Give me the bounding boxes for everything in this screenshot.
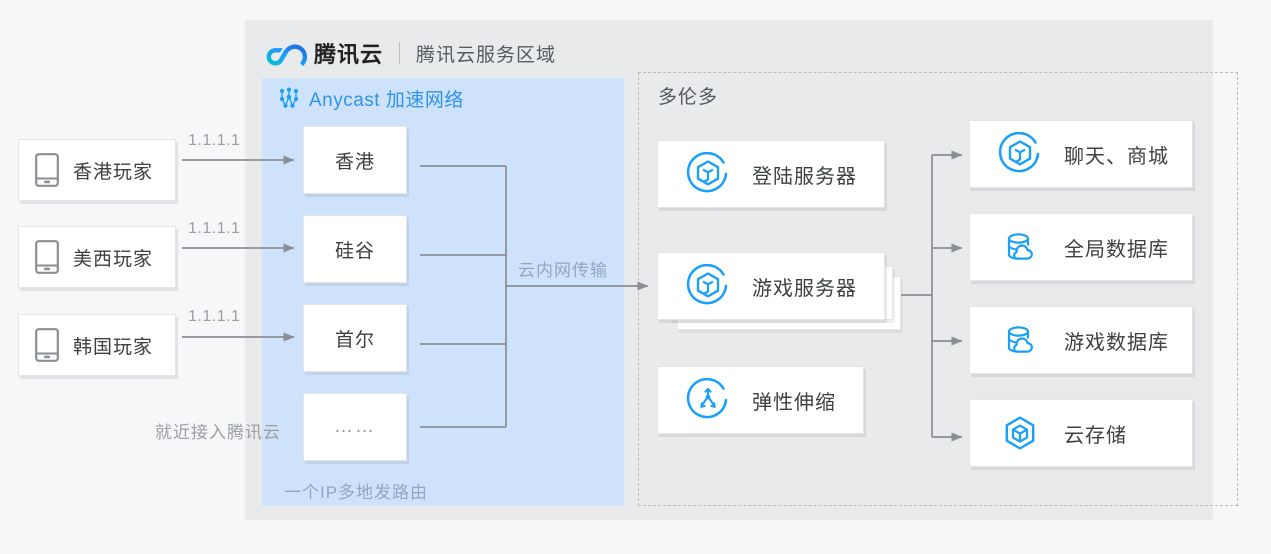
header-subtitle: 腾讯云服务区域 bbox=[416, 44, 557, 66]
anycast-title-label: Anycast 加速网络 bbox=[309, 89, 464, 111]
client-label: 美西玩家 bbox=[73, 248, 154, 270]
tencent-cloud-logo-icon bbox=[265, 39, 307, 67]
client-ip-label: 1.1.1.1 bbox=[188, 308, 241, 325]
client-box-korea[interactable]: 韩国玩家 bbox=[18, 314, 176, 376]
toronto-region-label: 多伦多 bbox=[658, 87, 719, 108]
anycast-node-more[interactable]: …… bbox=[303, 393, 407, 461]
service-label: 登陆服务器 bbox=[752, 165, 857, 188]
anycast-node-hongkong[interactable]: 香港 bbox=[303, 126, 407, 194]
anycast-node-silicon-valley[interactable]: 硅谷 bbox=[303, 215, 407, 283]
header-divider bbox=[399, 42, 401, 64]
service-box-game-database[interactable]: 游戏数据库 bbox=[969, 306, 1193, 374]
server-cube-icon bbox=[686, 152, 730, 196]
service-box-elastic-scaling[interactable]: 弹性伸缩 bbox=[657, 366, 864, 434]
service-label: 游戏数据库 bbox=[1064, 331, 1169, 354]
client-label: 香港玩家 bbox=[73, 161, 154, 183]
service-label: 弹性伸缩 bbox=[752, 391, 836, 414]
cloud-storage-hexagon-icon bbox=[998, 411, 1042, 455]
brand-name: 腾讯云 bbox=[314, 42, 384, 67]
server-cube-icon bbox=[686, 264, 730, 308]
service-label: 聊天、商城 bbox=[1064, 145, 1169, 168]
panel-header: 腾讯云 腾讯云服务区域 bbox=[265, 36, 556, 70]
anycast-footer-note: 一个IP多地发路由 bbox=[284, 483, 429, 502]
server-cube-icon bbox=[998, 132, 1042, 176]
service-label: 全局数据库 bbox=[1064, 238, 1169, 261]
service-box-cloud-storage[interactable]: 云存储 bbox=[969, 399, 1193, 467]
client-ip-label: 1.1.1.1 bbox=[188, 132, 241, 149]
anycast-node-label: 首尔 bbox=[334, 329, 375, 351]
anycast-node-label: 硅谷 bbox=[334, 240, 375, 262]
client-box-us-west[interactable]: 美西玩家 bbox=[18, 226, 176, 288]
service-box-global-database[interactable]: 全局数据库 bbox=[969, 213, 1193, 281]
mobile-phone-icon bbox=[35, 153, 59, 187]
service-box-login-server[interactable]: 登陆服务器 bbox=[657, 140, 885, 208]
network-nodes-icon bbox=[278, 87, 300, 109]
mobile-phone-icon bbox=[35, 328, 59, 362]
elastic-scaling-icon bbox=[686, 378, 730, 422]
cloud-database-icon bbox=[998, 318, 1042, 362]
cloud-database-icon bbox=[998, 225, 1042, 269]
service-label: 游戏服务器 bbox=[752, 277, 857, 300]
service-box-game-server[interactable]: 游戏服务器 bbox=[657, 252, 901, 330]
anycast-node-label: …… bbox=[334, 416, 376, 437]
transit-label: 云内网传输 bbox=[518, 261, 608, 280]
mobile-phone-icon bbox=[35, 240, 59, 274]
client-box-hongkong[interactable]: 香港玩家 bbox=[18, 139, 176, 201]
client-access-note: 就近接入腾讯云 bbox=[155, 423, 281, 442]
service-label: 云存储 bbox=[1064, 424, 1127, 447]
anycast-title: Anycast 加速网络 bbox=[278, 86, 464, 111]
service-box-chat-mall[interactable]: 聊天、商城 bbox=[969, 120, 1193, 188]
anycast-node-seoul[interactable]: 首尔 bbox=[303, 304, 407, 372]
stack-layer-front[interactable]: 游戏服务器 bbox=[657, 252, 885, 320]
client-ip-label: 1.1.1.1 bbox=[188, 220, 241, 237]
client-label: 韩国玩家 bbox=[73, 336, 154, 358]
anycast-node-label: 香港 bbox=[334, 151, 375, 173]
